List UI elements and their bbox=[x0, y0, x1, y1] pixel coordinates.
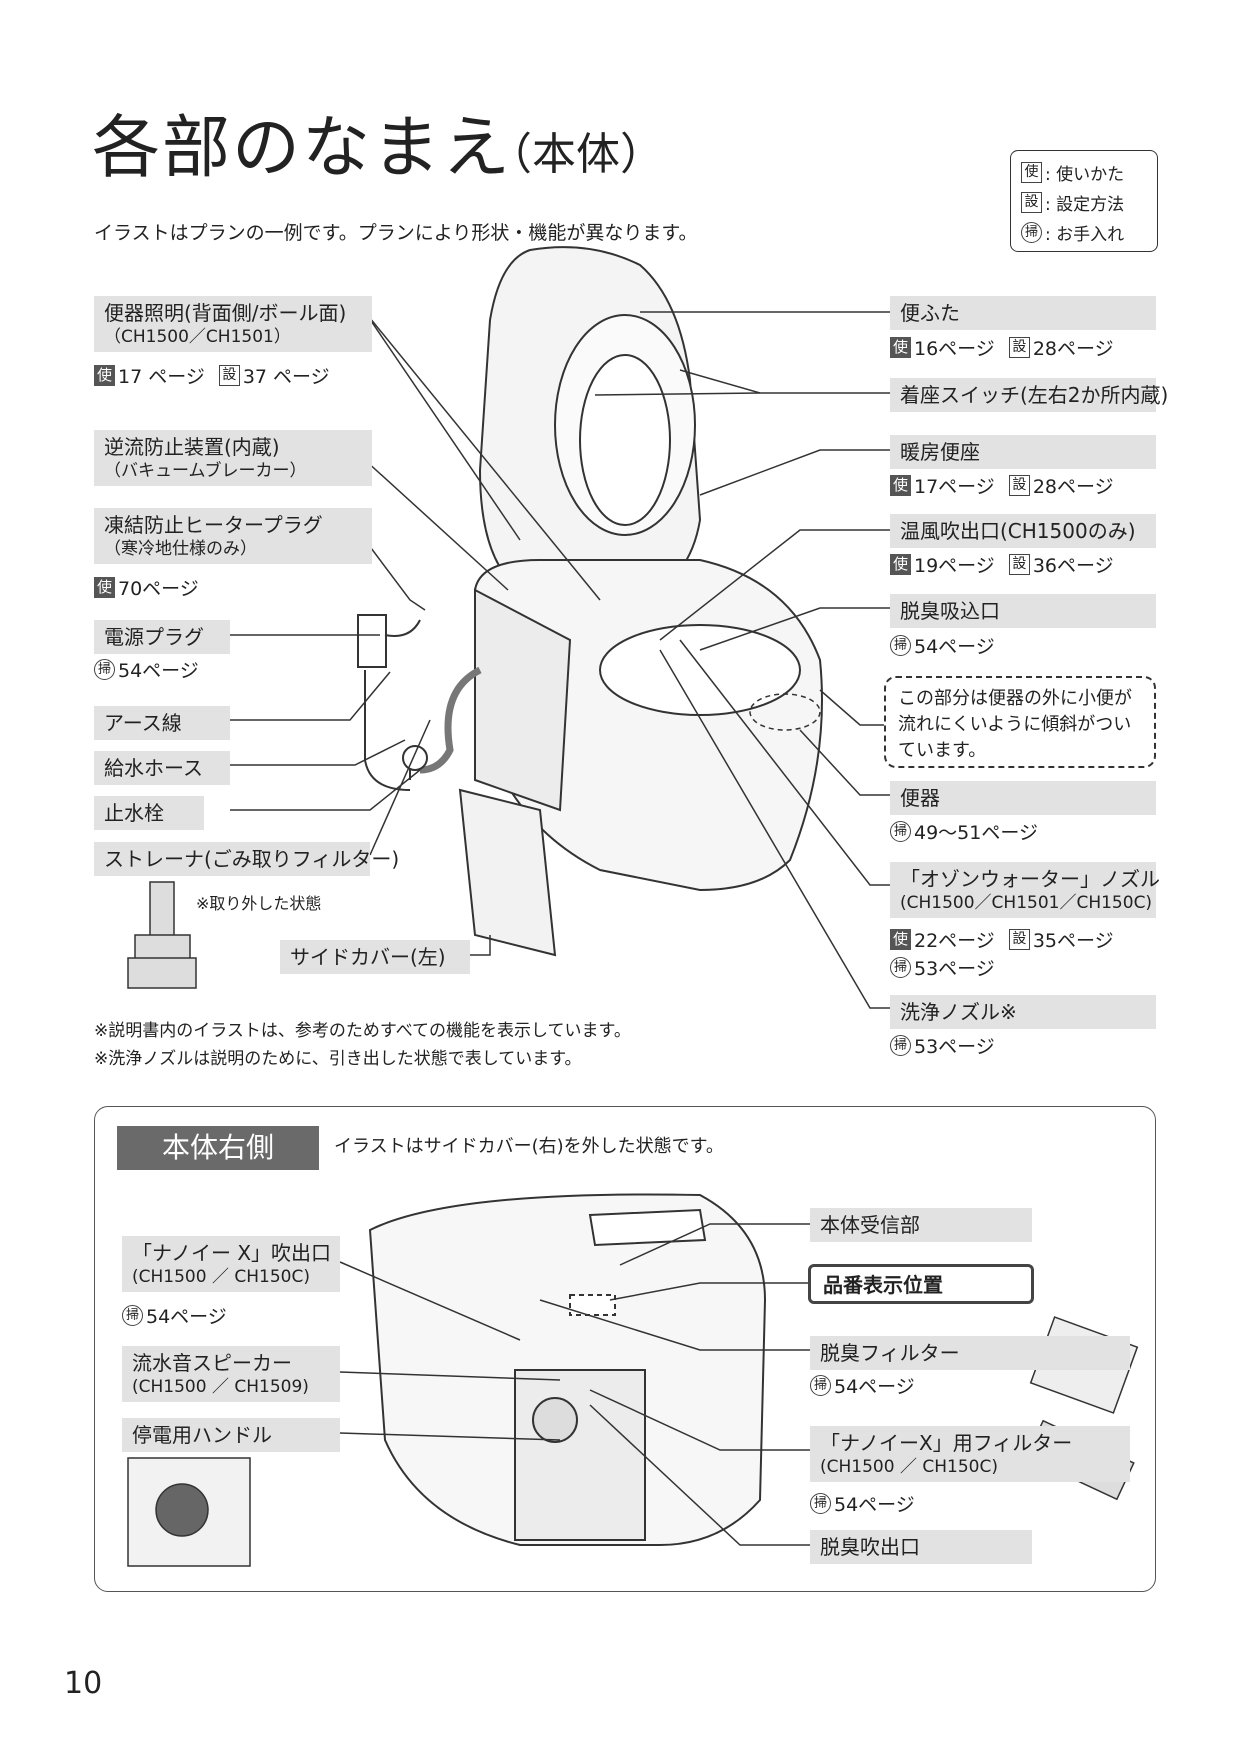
clean-icon: 掃 bbox=[810, 1493, 831, 1514]
setting-icon: 設 bbox=[1021, 191, 1042, 213]
power-plug-label: 電源プラグ bbox=[94, 620, 230, 654]
clean-icon: 掃 bbox=[890, 635, 911, 656]
seat-switch-label: 着座スイッチ(左右2か所内蔵) bbox=[890, 378, 1168, 412]
page-subtitle: （本体） bbox=[488, 129, 664, 180]
use-icon: 使 bbox=[94, 365, 115, 386]
slope-note: この部分は便器の外に小便が流れにくいように傾斜がついています。 bbox=[884, 676, 1156, 768]
side-cover-left-label: サイドカバー(左) bbox=[280, 940, 470, 974]
bowl-label: 便器 bbox=[890, 781, 1156, 815]
clean-icon: 掃 bbox=[122, 1305, 143, 1326]
ozone-nozzle-label: 「オゾンウォーター」ノズル (CH1500／CH1501／CH150C) bbox=[890, 862, 1160, 918]
backflow-label: 逆流防止装置(内蔵) （バキュームブレーカー） bbox=[94, 430, 372, 486]
power-failure-handle-label: 停電用ハンドル bbox=[122, 1418, 340, 1452]
panel-note: イラストはサイドカバー(右)を外した状態です。 bbox=[334, 1136, 724, 1157]
water-hose-label: 給水ホース bbox=[94, 751, 230, 785]
deodorize-inlet-label: 脱臭吸込口 bbox=[890, 594, 1156, 628]
clean-icon: 掃 bbox=[810, 1375, 831, 1396]
clean-icon: 掃 bbox=[1021, 221, 1042, 243]
footnote-2: ※洗浄ノズルは説明のために、引き出した状態で表しています。 bbox=[94, 1049, 582, 1069]
model-number-position-label: 品番表示位置 bbox=[808, 1264, 1034, 1304]
use-icon: 使 bbox=[1021, 161, 1042, 183]
lid-label: 便ふた bbox=[890, 296, 1156, 330]
right-side-panel bbox=[94, 1106, 1156, 1592]
clean-icon: 掃 bbox=[890, 1035, 911, 1056]
use-icon: 使 bbox=[890, 929, 911, 950]
use-icon: 使 bbox=[890, 337, 911, 358]
setting-icon: 設 bbox=[1008, 475, 1030, 496]
intro-text: イラストはプランの一例です。プランにより形状・機能が異なります。 bbox=[94, 222, 698, 244]
use-icon: 使 bbox=[94, 577, 115, 598]
heated-seat-label: 暖房便座 bbox=[890, 435, 1156, 469]
legend-use: 使: 使いかた bbox=[1021, 157, 1157, 187]
setting-icon: 設 bbox=[218, 365, 240, 386]
legend-setting: 設: 設定方法 bbox=[1021, 187, 1157, 217]
handle-inset bbox=[127, 1457, 251, 1567]
bowl-light-label: 便器照明(背面側/ボール面) （CH1500／CH1501） bbox=[94, 296, 372, 352]
strainer-label: ストレーナ(ごみ取りフィルター) bbox=[94, 842, 399, 876]
stop-valve-label: 止水栓 bbox=[94, 796, 204, 830]
wash-nozzle-label: 洗浄ノズル※ bbox=[890, 995, 1156, 1029]
panel-title: 本体右側 bbox=[117, 1126, 319, 1170]
strainer-note: ※取り外した状態 bbox=[196, 894, 322, 913]
deodorize-filter-label: 脱臭フィルター bbox=[810, 1336, 1130, 1370]
nanoe-filter-label: 「ナノイーX」用フィルター (CH1500 ／ CH150C) bbox=[810, 1426, 1130, 1482]
page-title: 各部のなまえ bbox=[92, 109, 513, 188]
icon-legend: 使: 使いかた 設: 設定方法 掃: お手入れ bbox=[1010, 150, 1158, 252]
clean-icon: 掃 bbox=[890, 957, 911, 978]
use-icon: 使 bbox=[890, 475, 911, 496]
use-icon: 使 bbox=[890, 554, 911, 575]
strainer-illustration bbox=[127, 881, 197, 989]
clean-icon: 掃 bbox=[890, 821, 911, 842]
setting-icon: 設 bbox=[1008, 929, 1030, 950]
speaker-label: 流水音スピーカー (CH1500 ／ CH1509) bbox=[122, 1346, 340, 1402]
ground-wire-label: アース線 bbox=[94, 706, 230, 740]
deodorize-outlet-label: 脱臭吹出口 bbox=[810, 1530, 1032, 1564]
legend-clean: 掃: お手入れ bbox=[1021, 217, 1157, 247]
setting-icon: 設 bbox=[1008, 554, 1030, 575]
nanoe-outlet-label: 「ナノイー X」吹出口 (CH1500 ／ CH150C) bbox=[122, 1236, 340, 1292]
receiver-label: 本体受信部 bbox=[810, 1208, 1032, 1242]
setting-icon: 設 bbox=[1008, 337, 1030, 358]
page-number: 10 bbox=[64, 1666, 103, 1701]
clean-icon: 掃 bbox=[94, 659, 115, 680]
footnote-1: ※説明書内のイラストは、参考のためすべての機能を表示しています。 bbox=[94, 1021, 631, 1041]
antifreeze-label: 凍結防止ヒータープラグ （寒冷地仕様のみ） bbox=[94, 508, 372, 564]
warm-air-label: 温風吹出口(CH1500のみ) bbox=[890, 514, 1156, 548]
